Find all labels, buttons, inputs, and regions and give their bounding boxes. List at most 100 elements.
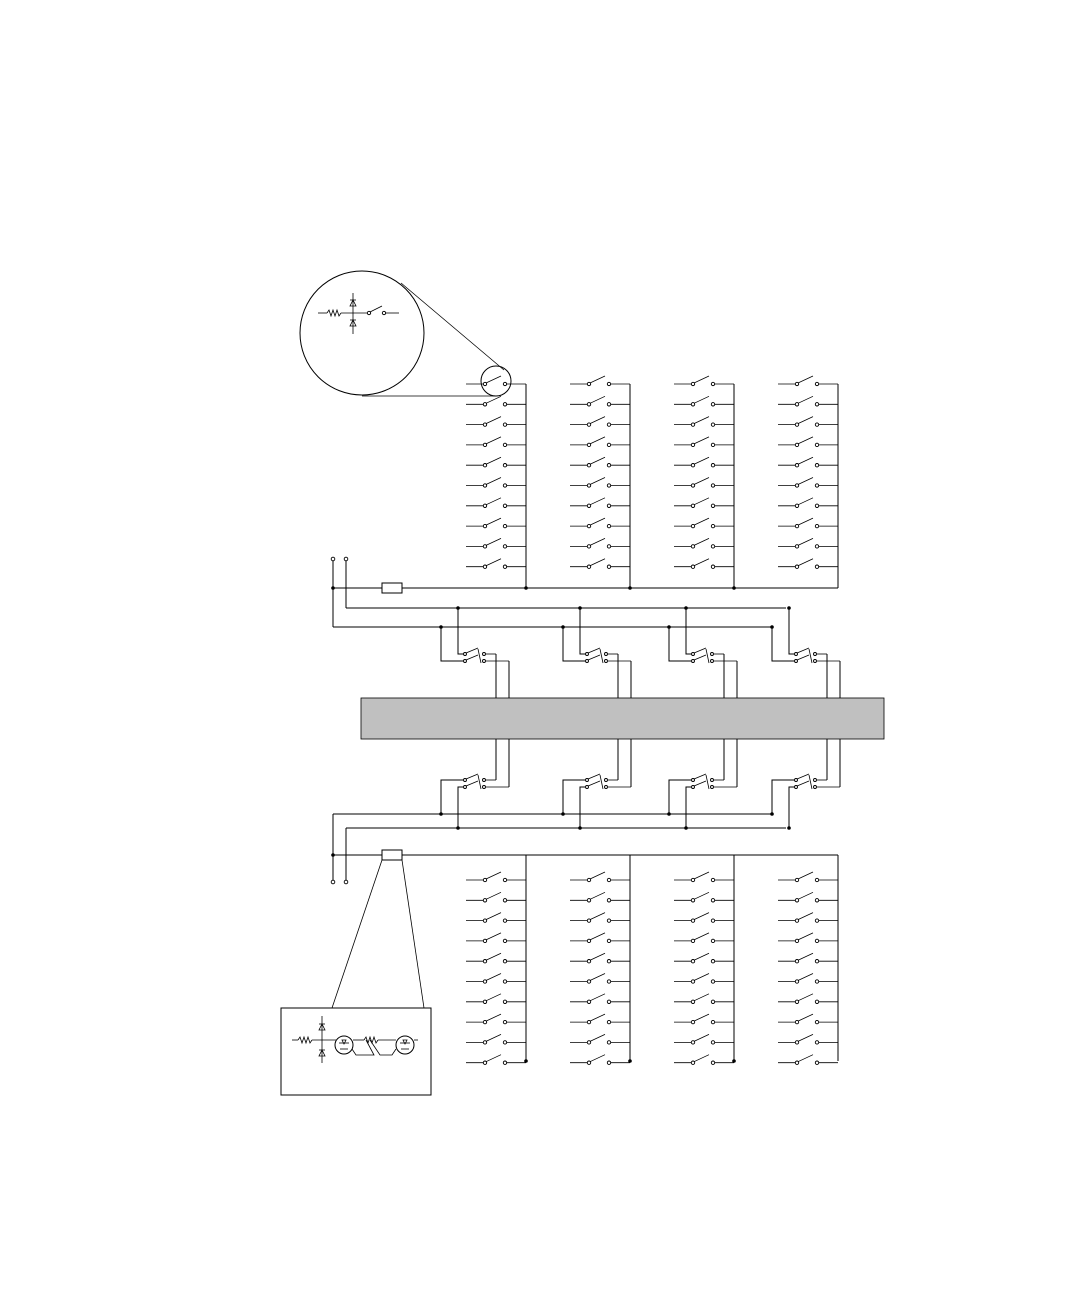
relay-contact [439,774,509,830]
switch [674,892,734,902]
upper-fuse [382,583,402,593]
switch-detail-callout [300,271,511,396]
relay-contact [561,606,631,663]
switch [778,872,838,882]
switch [778,457,838,467]
switch [570,953,630,963]
switch [778,953,838,963]
switch [466,498,526,508]
switch [674,953,734,963]
switch [570,933,630,943]
switch [778,559,838,569]
switch [778,994,838,1004]
switch [778,538,838,548]
switch [466,1014,526,1024]
switch [466,933,526,943]
switch [778,518,838,528]
relay-contact [561,774,631,830]
switch [570,1034,630,1044]
switch [778,478,838,488]
switch [466,457,526,467]
switch [466,953,526,963]
switch [778,974,838,984]
switch [466,872,526,882]
switch [778,498,838,508]
switch [466,396,526,406]
switch [674,913,734,923]
relay-contact [439,606,509,663]
switch [466,1055,526,1065]
upper-supply-wiring [331,557,838,627]
switch [674,559,734,569]
switch [570,892,630,902]
switch [466,376,526,386]
switch [778,892,838,902]
isolation-band [361,698,884,739]
switch [466,538,526,548]
switch [674,518,734,528]
switch [570,478,630,488]
switch [570,559,630,569]
switch [466,913,526,923]
switch [466,437,526,447]
fuse-detail-callout [281,860,431,1095]
switch [674,457,734,467]
switch [466,974,526,984]
switch [674,396,734,406]
switch [778,933,838,943]
switch [674,1034,734,1044]
switch [674,538,734,548]
switch [674,933,734,943]
upper-switch-matrix [466,376,838,590]
switch [674,1014,734,1024]
switch [466,994,526,1004]
switch [570,1055,630,1065]
switch [674,994,734,1004]
switch [674,872,734,882]
relay-contact [770,606,840,663]
switch [674,437,734,447]
lower-switch-matrix [466,855,838,1064]
junction [524,1059,528,1063]
switch [778,1014,838,1024]
switch [778,417,838,427]
switch [466,1034,526,1044]
switch [570,518,630,528]
switch [778,437,838,447]
switch [466,478,526,488]
lower-fuse [382,850,402,860]
switch [570,417,630,427]
switch [466,417,526,427]
switch [570,437,630,447]
switch [674,1055,734,1065]
switch [466,559,526,569]
switch [570,538,630,548]
switch [570,974,630,984]
switch [570,457,630,467]
switch [570,376,630,386]
switch [778,376,838,386]
switch [570,498,630,508]
switch [778,913,838,923]
switch [674,478,734,488]
switch [778,1034,838,1044]
junction [628,1059,632,1063]
switch [570,913,630,923]
switch [466,892,526,902]
lower-supply-wiring [331,814,838,884]
relay-contact [667,774,737,830]
switch [570,396,630,406]
relay-contact [667,606,737,663]
switch [778,396,838,406]
switch [466,518,526,528]
switch [674,417,734,427]
switch [778,1055,838,1065]
switch [674,376,734,386]
switch [570,1014,630,1024]
relay-contact [770,774,840,830]
switch [570,994,630,1004]
switch [674,974,734,984]
junction [732,1059,736,1063]
